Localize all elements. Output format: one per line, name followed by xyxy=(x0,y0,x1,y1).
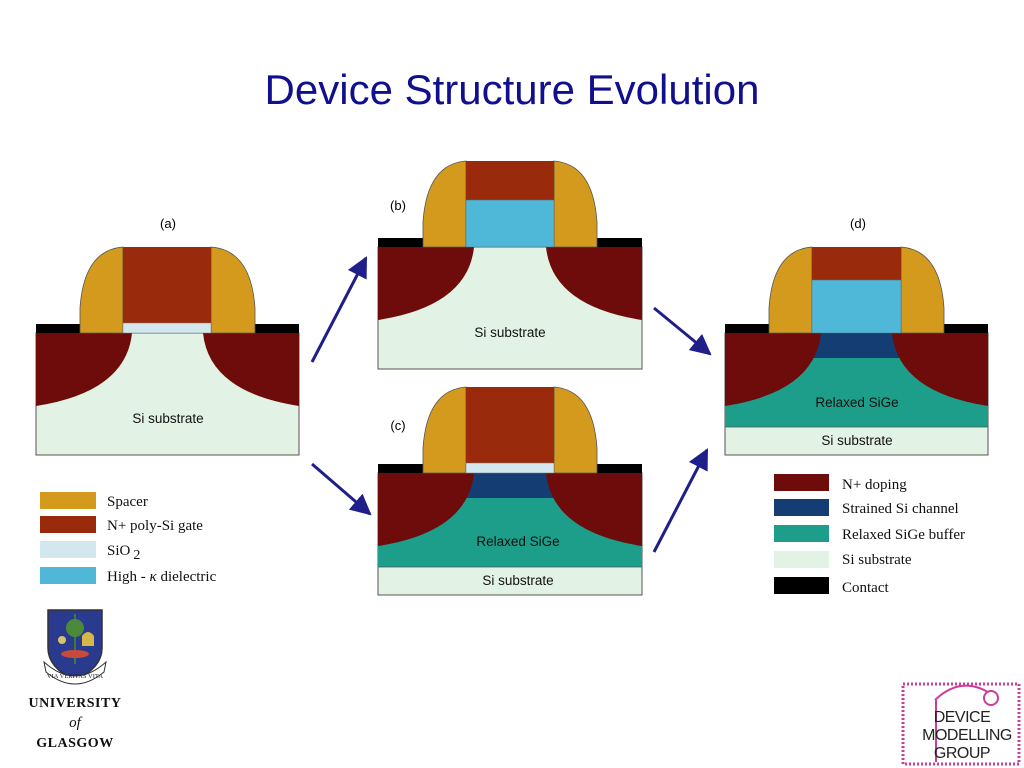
legend-label-substrate: Si substrate xyxy=(842,552,912,568)
panel-b-substrate-label: Si substrate xyxy=(474,325,545,340)
legend-label-ndoping: N+ doping xyxy=(842,477,907,493)
panel-b-spacer-right xyxy=(553,160,598,248)
panel-c-substrate-label: Si substrate xyxy=(482,573,553,588)
slide-title: Device Structure Evolution xyxy=(264,66,760,113)
panel-d-strained-channel xyxy=(813,333,901,358)
legend-swatch-contact xyxy=(774,577,829,594)
panel-c-spacer-left xyxy=(422,386,467,474)
legend-swatch-gate xyxy=(40,516,96,533)
legend-label-spacer: Spacer xyxy=(107,494,148,510)
university-motto: VIA VERITAS VITA xyxy=(47,673,103,680)
legend-label-channel: Strained Si channel xyxy=(842,501,959,517)
panel-a-gate xyxy=(123,247,211,323)
dmg-line2: MODELLING xyxy=(922,727,1012,744)
university-name-line3: GLASGOW xyxy=(36,736,113,751)
panel-b: (b) Si substrate xyxy=(377,160,643,370)
panel-a-source-doping xyxy=(36,333,132,406)
legend-swatch-sige xyxy=(774,525,829,542)
panel-a: (a) Si substrate xyxy=(35,216,300,456)
panel-c-oxide xyxy=(465,462,555,474)
panel-d-gate xyxy=(812,247,901,280)
panel-d-sige-label: Relaxed SiGe xyxy=(815,395,898,410)
arrow-a-to-b xyxy=(310,256,368,363)
panel-d-label: (d) xyxy=(850,216,866,231)
legend-swatch-channel xyxy=(774,499,829,516)
panel-d-substrate-label: Si substrate xyxy=(821,433,892,448)
university-name-line1: UNIVERSITY xyxy=(29,696,122,711)
panel-c-label: (c) xyxy=(390,418,405,433)
dmg-line3: GROUP xyxy=(934,745,990,762)
panel-c-source-doping xyxy=(378,473,474,546)
legend-swatch-spacer xyxy=(40,492,96,509)
university-name-line2: of xyxy=(69,715,83,731)
legend-label-gate: N+ poly-Si gate xyxy=(107,518,203,534)
legend-swatch-highk xyxy=(40,567,96,584)
arrow-a-to-c xyxy=(311,462,372,516)
panel-b-drain-doping xyxy=(546,247,642,320)
legend-label-highk: High - κ dielectric xyxy=(107,569,217,585)
panel-c-drain-doping xyxy=(546,473,642,546)
panel-b-source-doping xyxy=(378,247,474,320)
panel-c-spacer-right xyxy=(553,386,598,474)
panel-d-spacer-right xyxy=(900,246,945,334)
panel-d: (d) Relaxed SiGe Si substrate xyxy=(724,216,989,456)
panel-a-spacer-right xyxy=(210,246,256,334)
legend-label-sige: Relaxed SiGe buffer xyxy=(842,527,965,543)
arrow-b-to-d xyxy=(653,306,712,356)
legend-right: N+ doping Strained Si channel Relaxed Si… xyxy=(774,474,965,596)
panel-d-source-doping xyxy=(725,333,821,406)
panel-a-substrate-label: Si substrate xyxy=(132,411,203,426)
panel-c-sige-label: Relaxed SiGe xyxy=(476,534,559,549)
legend-swatch-oxide xyxy=(40,541,96,558)
panel-d-highk-dielectric xyxy=(811,279,902,334)
panel-a-oxide xyxy=(122,322,212,334)
panel-a-label: (a) xyxy=(160,216,176,231)
panel-b-gate xyxy=(466,161,554,200)
panel-b-spacer-left xyxy=(422,160,467,248)
panel-d-spacer-left xyxy=(768,246,813,334)
device-modelling-group-logo: DEVICE MODELLING GROUP xyxy=(901,682,1021,766)
legend-swatch-ndoping xyxy=(774,474,829,491)
panel-c-strained-channel xyxy=(466,473,554,498)
university-crest-logo: VIA VERITAS VITA xyxy=(43,609,107,685)
legend-swatch-substrate xyxy=(774,551,829,568)
panel-b-label: (b) xyxy=(390,198,406,213)
panel-d-drain-doping xyxy=(892,333,988,406)
legend-label-contact: Contact xyxy=(842,580,889,596)
panel-b-highk-dielectric xyxy=(465,199,555,248)
dmg-line1: DEVICE xyxy=(934,709,991,726)
panel-a-drain-doping xyxy=(203,333,299,406)
panel-a-spacer-left xyxy=(79,246,124,334)
panel-c-gate xyxy=(466,387,554,463)
arrow-c-to-d xyxy=(652,448,709,553)
panel-c: (c) Relaxed SiGe Si substrate xyxy=(377,386,643,596)
